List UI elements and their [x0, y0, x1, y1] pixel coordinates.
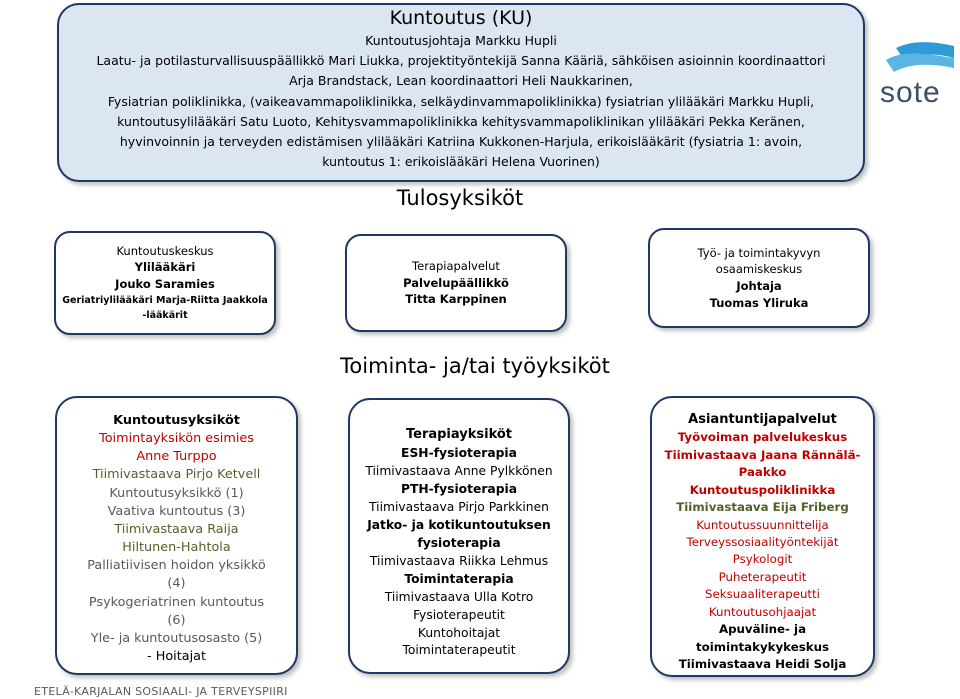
unit-role: Palvelupäällikkö [403, 275, 509, 290]
unit-role: Johtaja [736, 279, 782, 293]
unit-person: Geriatriylilääkäri Marja-Riitta Jaakkola [62, 294, 268, 306]
column-line: Työvoiman palvelukeskus [677, 430, 848, 445]
unit-person: Jouko Saramies [115, 277, 215, 292]
column-line: Tiimivastaava Heidi Solja [678, 657, 847, 672]
column-line: Anne Turppo [136, 449, 217, 465]
column-asiantuntijapalvelut: Asiantuntijapalvelut Työvoiman palveluke… [650, 396, 875, 677]
column-line: Puheterapeutit [718, 569, 807, 584]
column-title: Asiantuntijapalvelut [688, 412, 837, 427]
column-line: ESH-fysioterapia [401, 445, 517, 460]
column-line: Psykogeriatrinen kuntoutus [88, 594, 265, 610]
column-line: PTH-fysioterapia [400, 481, 518, 496]
column-terapiayksikot: Terapiayksiköt ESH-fysioterapia Tiimivas… [348, 398, 570, 674]
column-line: Tiimivastaava Raija [114, 521, 239, 537]
column-line: Tiimivastaava Ulla Kotro [384, 589, 534, 604]
column-line: (4) [167, 576, 186, 592]
column-line: Kuntoutuspoliklinikka [689, 482, 836, 497]
column-line: Fysioterapeutit [413, 607, 505, 622]
kuntoutus-header-box: Kuntoutus (KU) Kuntoutusjohtaja Markku H… [57, 3, 865, 182]
header-line: Kuntoutusjohtaja Markku Hupli [365, 32, 557, 48]
column-line: Toimintaterapeutit [402, 643, 516, 658]
column-title: Kuntoutusyksiköt [113, 413, 240, 428]
header-line: Laatu- ja potilasturvallisuuspäällikkö M… [96, 53, 826, 68]
heading-tulosyksikot: Tulosyksiköt [396, 186, 524, 210]
logo-text: sote [880, 76, 941, 109]
column-line: Terveyssosiaalityöntekijät [686, 534, 839, 549]
column-line: Apuväline- ja [718, 622, 807, 637]
column-line: toimintakykykeskus [695, 639, 829, 654]
column-line: Kuntoutusyksikkö (1) [109, 485, 244, 501]
column-kuntoutusyksikot: Kuntoutusyksiköt Toimintayksikön esimies… [55, 396, 298, 675]
column-line: Psykologit [732, 552, 793, 567]
column-line: - Hoitajat [147, 649, 206, 665]
org-title: Kuntoutus (KU) [389, 7, 533, 29]
eksote-logo [886, 42, 954, 72]
column-line: (6) [167, 612, 186, 628]
column-line: Tiimivastaava Eija Friberg [676, 500, 849, 515]
column-line: Toimintaterapia [404, 571, 514, 586]
column-line: Palliatiivisen hoidon yksikkö [87, 558, 266, 574]
column-line: Yle- ja kuntoutusosasto (5) [90, 630, 263, 646]
column-line: fysioterapia [417, 535, 501, 550]
header-line: hyvinvoinnin ja terveyden edistämisen yl… [119, 134, 803, 149]
unit-role: Ylilääkäri [134, 260, 196, 275]
column-line: Toimintayksikön esimies [99, 431, 254, 447]
footer-text: ETELÄ-KARJALAN SOSIAALI- JA TERVEYSPIIRI [34, 685, 288, 698]
header-line: Arja Brandstack, Lean koordinaattori Hel… [289, 73, 633, 89]
column-line: Tiimivastaava Pirjo Ketvell [92, 467, 261, 483]
unit-name: Työ- ja toimintakyvyn [697, 245, 821, 260]
column-line: Hiltunen-Hahtola [122, 540, 231, 556]
column-line: Tiimivastaava Riikka Lehmus [369, 553, 549, 568]
column-line: Tiimivastaava Anne Pylkkönen [365, 463, 553, 478]
column-line: Kuntoutussuunnittelija [696, 517, 829, 532]
unit-role: -lääkärit [142, 310, 188, 321]
column-line: Kuntohoitajat [417, 625, 501, 640]
unit-name: Kuntoutuskeskus [116, 243, 214, 258]
column-line: Seksuaaliterapeutti [705, 587, 820, 602]
header-line: kuntoutusylilääkäri Satu Luoto, Kehitysv… [117, 113, 805, 129]
unit-name: osaamiskeskus [715, 262, 803, 277]
column-line: Vaativa kuntoutus (3) [107, 503, 246, 519]
unit-kuntoutuskeskus: Kuntoutuskeskus Ylilääkäri Jouko Saramie… [54, 231, 276, 335]
header-line: kuntoutus 1: erikoislääkäri Helena Vuori… [322, 154, 600, 170]
column-line: Tiimivastaava Pirjo Parkkinen [369, 499, 549, 514]
column-title: Terapiayksiköt [405, 427, 513, 442]
unit-name: Terapiapalvelut [412, 258, 500, 273]
heading-toiminta: Toiminta- ja/tai työyksiköt [340, 354, 610, 378]
column-line: Kuntoutusohjaajat [708, 604, 817, 619]
column-line: Paakko [738, 465, 787, 480]
unit-terapiapalvelut: Terapiapalvelut Palvelupäällikkö Titta K… [345, 234, 567, 332]
unit-person: Tuomas Yliruka [709, 295, 809, 310]
column-line: Tiimivastaava Jaana Rännälä- [664, 447, 861, 462]
unit-person: Titta Karppinen [405, 292, 507, 307]
column-line: Jatko- ja kotikuntoutuksen [367, 517, 551, 532]
unit-tyo-ja-toimintakyky: Työ- ja toimintakyvyn osaamiskeskus Joht… [648, 228, 870, 328]
header-line: Fysiatrian poliklinikka, (vaikeavammapol… [107, 93, 815, 109]
